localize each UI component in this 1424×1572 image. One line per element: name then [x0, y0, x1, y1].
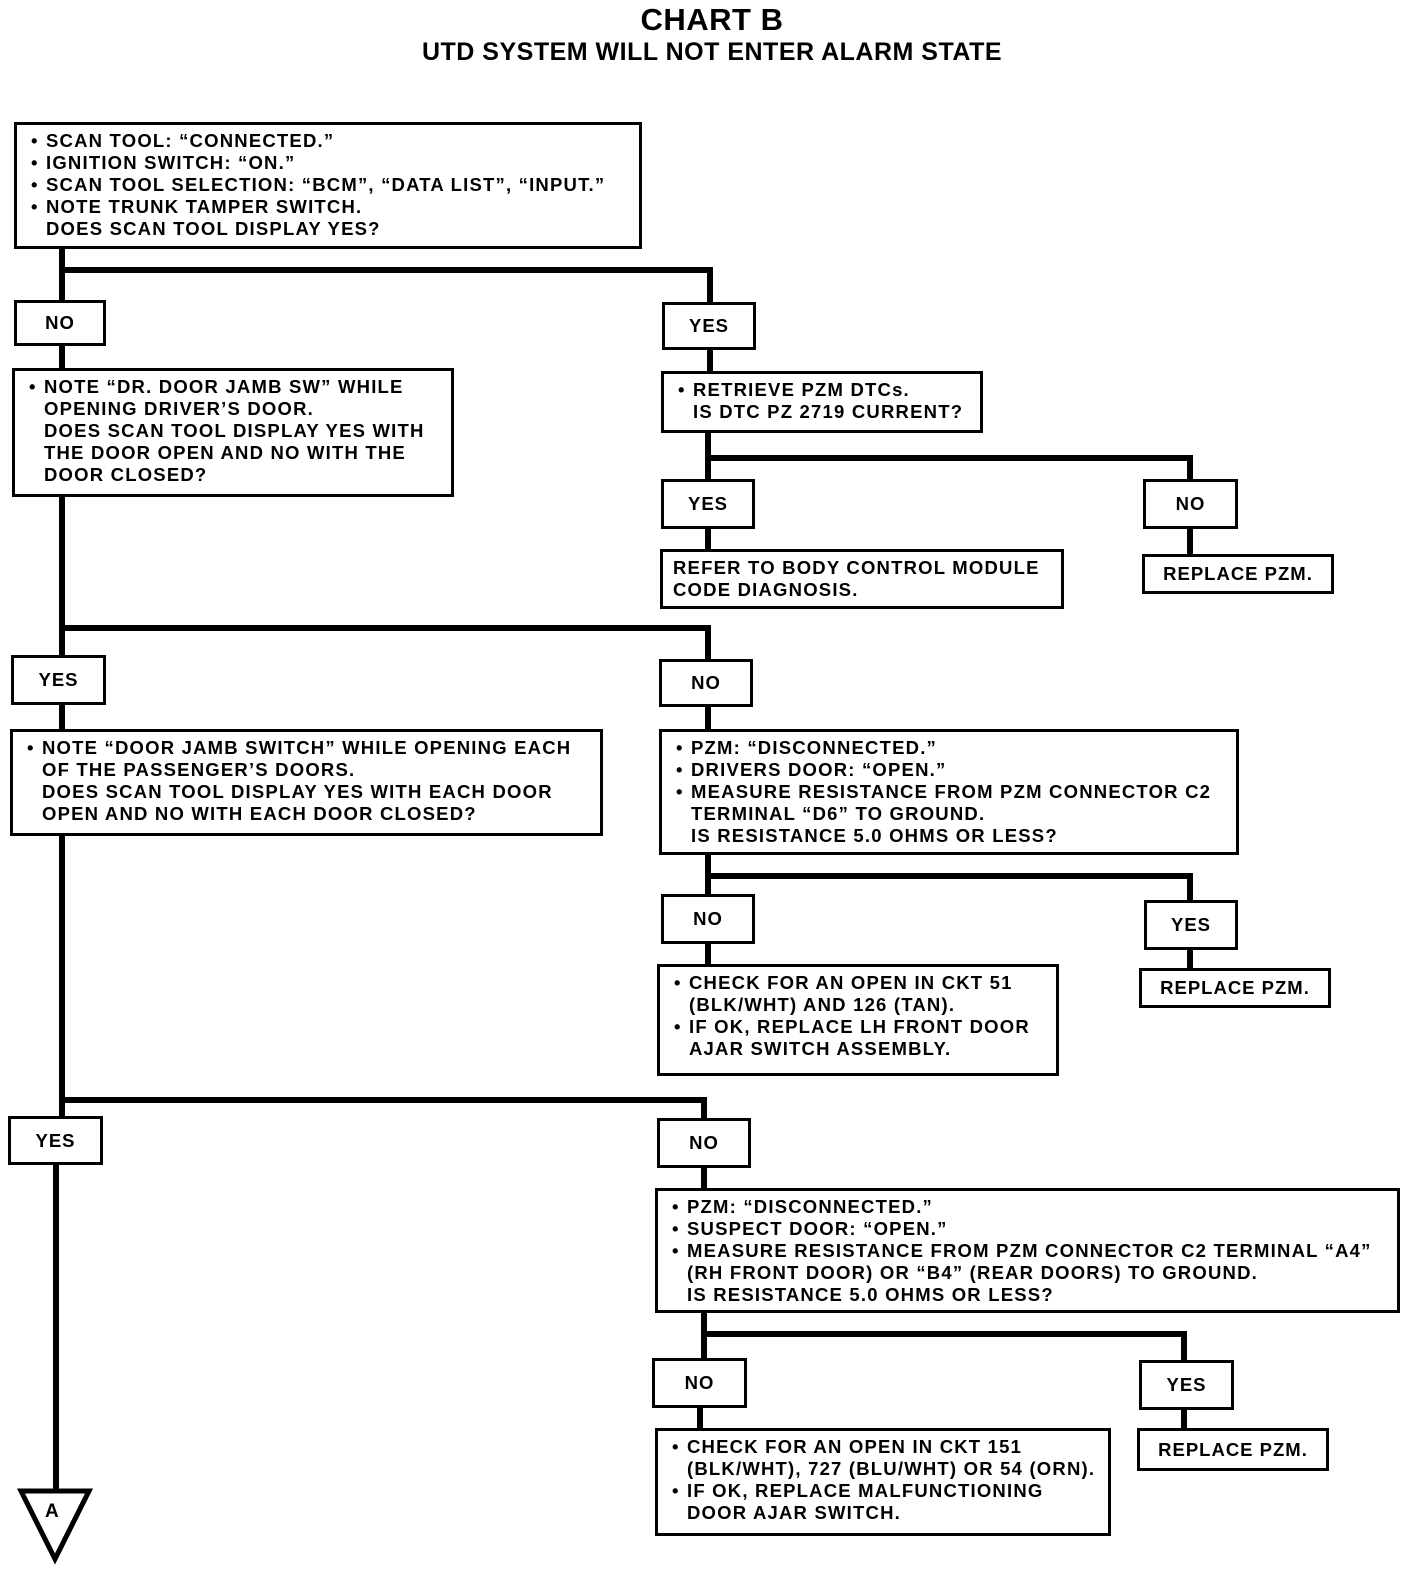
step-refer-bcm-diagnosis: REFER TO BODY CONTROL MODULE CODE DIAGNO… — [660, 549, 1064, 609]
branch-yes-5: YES — [8, 1116, 103, 1165]
step-check-ckt-151: CHECK FOR AN OPEN IN CKT 151 (BLK/WHT), … — [655, 1428, 1111, 1536]
step-replace-pzm-2: REPLACE PZM. — [1139, 968, 1331, 1008]
connector-branch-1 — [59, 267, 713, 303]
chart-title: CHART B — [640, 2, 784, 37]
step-driver-door-jamb: NOTE “DR. DOOR JAMB SW” WHILE OPENING DR… — [12, 368, 454, 497]
branch-yes-2: YES — [661, 479, 755, 529]
step-replace-pzm-1: REPLACE PZM. — [1142, 554, 1334, 594]
connector-branch-5 — [59, 1097, 707, 1121]
step-replace-pzm-3: REPLACE PZM. — [1137, 1428, 1329, 1471]
connector-branch-6 — [701, 1331, 1187, 1363]
step-retrieve-pzm-dtcs: RETRIEVE PZM DTCs. IS DTC PZ 2719 CURREN… — [661, 371, 983, 433]
step-measure-a4-b4-resistance: PZM: “DISCONNECTED.” SUSPECT DOOR: “OPEN… — [655, 1188, 1400, 1313]
chart-subtitle: UTD SYSTEM WILL NOT ENTER ALARM STATE — [421, 38, 1003, 66]
branch-yes-1: YES — [662, 302, 756, 350]
connector-branch-3 — [59, 625, 711, 663]
connector-a-triangle — [16, 1488, 94, 1565]
branch-no-6: NO — [652, 1358, 747, 1408]
step-measure-d6-resistance: PZM: “DISCONNECTED.” DRIVERS DOOR: “OPEN… — [659, 729, 1239, 855]
connector-branch-4 — [705, 873, 1193, 903]
step-scan-tool-connected: SCAN TOOL: “CONNECTED.” IGNITION SWITCH:… — [14, 122, 642, 249]
branch-no-3: NO — [659, 659, 753, 707]
step-check-ckt-51: CHECK FOR AN OPEN IN CKT 51 (BLK/WHT) AN… — [657, 964, 1059, 1076]
step-passenger-door-jamb: NOTE “DOOR JAMB SWITCH” WHILE OPENING EA… — [10, 729, 603, 836]
branch-no-5: NO — [657, 1118, 751, 1168]
branch-no-2: NO — [1143, 479, 1238, 529]
branch-yes-3: YES — [11, 655, 106, 705]
branch-no-4: NO — [661, 894, 755, 944]
branch-no-1: NO — [14, 300, 106, 346]
connector-a-label: A — [45, 1501, 59, 1522]
branch-yes-6: YES — [1139, 1360, 1234, 1410]
branch-yes-4: YES — [1144, 900, 1238, 950]
connector-branch-2 — [705, 455, 1193, 483]
